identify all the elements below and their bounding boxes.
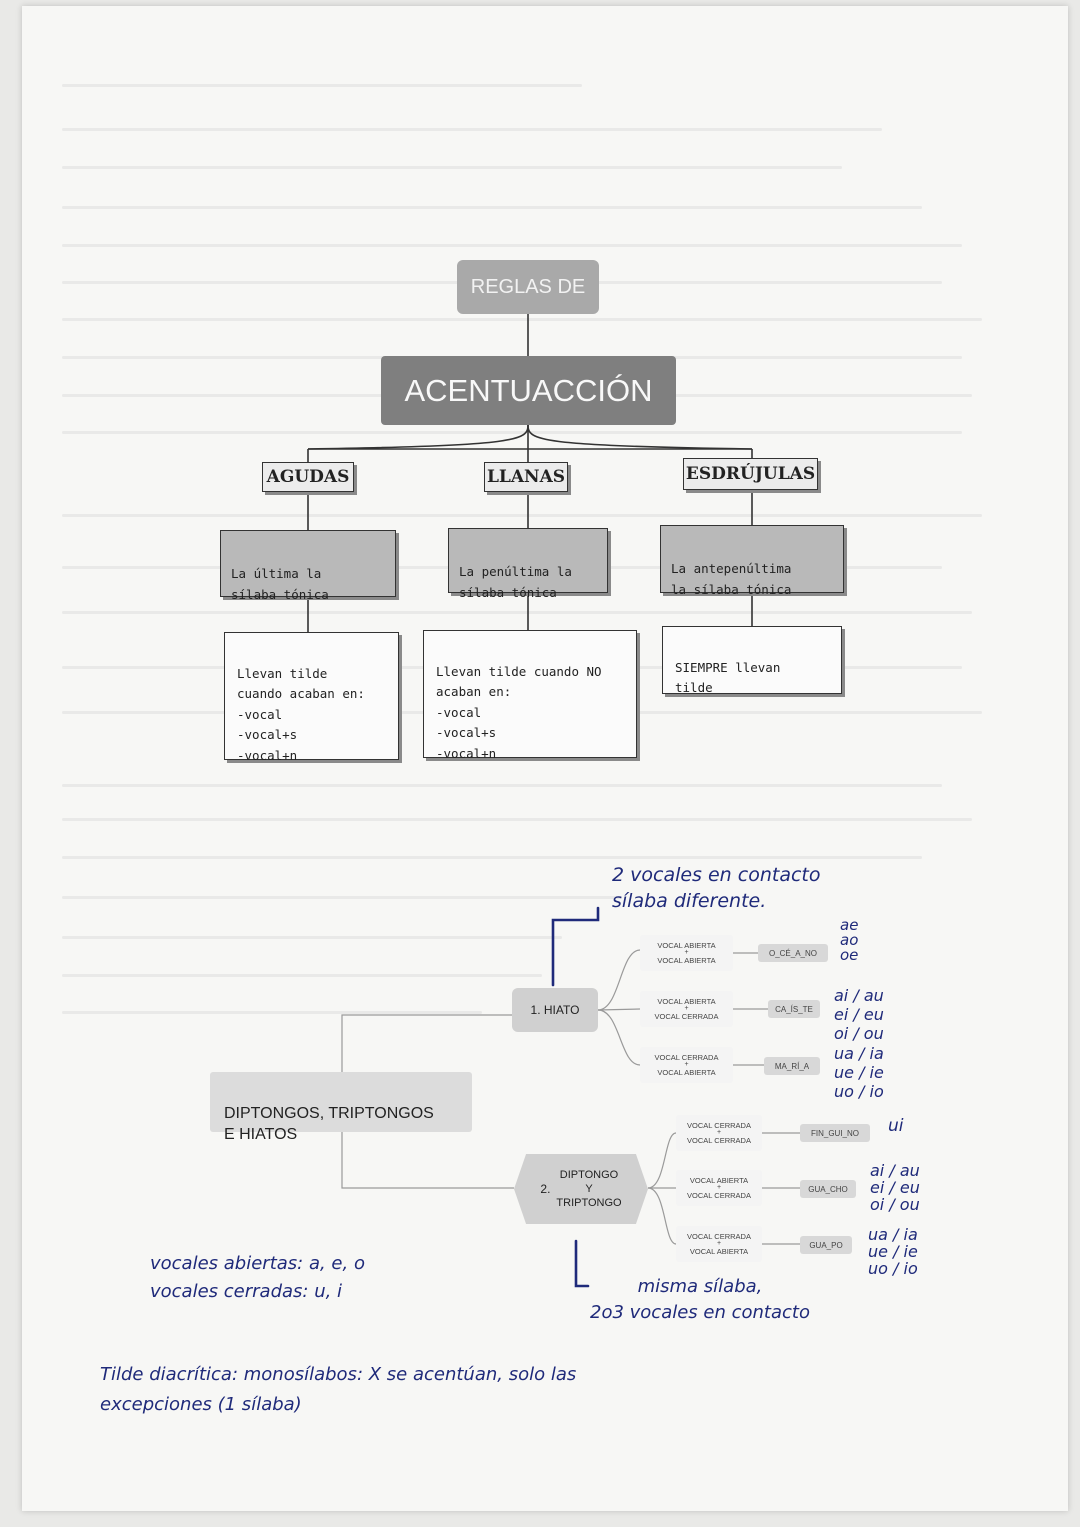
pair-plus: +: [716, 1184, 722, 1191]
pair-top: VOCAL ABIERTA: [657, 941, 716, 950]
title-box: ACENTUACCIÓN: [381, 356, 676, 425]
title-text: ACENTUACCIÓN: [404, 372, 653, 408]
handwritten-dip-pairs-1: ui: [888, 1116, 904, 1136]
diptongo-pair-1: VOCAL CERRADA + VOCAL CERRADA: [676, 1115, 762, 1151]
pair-bottom: VOCAL ABIERTA: [657, 956, 716, 965]
category-label: LLANAS: [486, 467, 566, 487]
faded-text-line: [62, 128, 882, 131]
header-box: REGLAS DE: [457, 260, 599, 314]
hiato-node: 1. HIATO: [512, 988, 598, 1032]
faded-text-line: [62, 974, 542, 977]
hiato-pair-3: VOCAL CERRADA + VOCAL ABIERTA: [640, 1047, 733, 1083]
diptongo-example-3: GUA_PO: [800, 1236, 852, 1254]
category-llanas: LLANAS: [484, 462, 568, 492]
faded-text-line: [62, 896, 622, 899]
diptongo-pair-3: VOCAL CERRADA + VOCAL ABIERTA: [676, 1226, 762, 1262]
handwritten-diptongo-note: misma sílaba, 2o3 vocales en contacto: [590, 1276, 810, 1323]
rule-text: La última la sílaba tónica: [231, 566, 329, 602]
diptongo-example-1: FIN_GUI_NO: [800, 1124, 870, 1142]
category-label: ESDRÚJULAS: [685, 464, 816, 484]
hiato-example-2: CA_ÍS_TE: [768, 1000, 820, 1018]
example-text: O_CÉ_A_NO: [768, 948, 818, 958]
pair-top: VOCAL CERRADA: [687, 1121, 751, 1130]
faded-text-line: [62, 431, 962, 434]
pair-top: VOCAL ABIERTA: [657, 997, 716, 1006]
example-text: MA_RÍ_A: [774, 1061, 810, 1071]
faded-text-line: [62, 244, 962, 247]
handwritten-dip-pairs-3: ua / ia ue / ie uo / io: [868, 1225, 918, 1278]
hiato-example-1: O_CÉ_A_NO: [758, 944, 828, 962]
faded-text-line: [62, 84, 582, 87]
pair-bottom: VOCAL ABIERTA: [657, 1068, 716, 1077]
faded-text-line: [62, 318, 982, 321]
pair-plus: +: [684, 949, 689, 956]
pair-plus: +: [684, 1061, 689, 1068]
pair-bottom: VOCAL ABIERTA: [689, 1247, 749, 1256]
pair-top: VOCAL CERRADA: [654, 1053, 719, 1062]
diptongo-label: DIPTONGO Y TRIPTONGO: [556, 1169, 622, 1209]
note-box-esdrujulas: SIEMPRE llevan tilde: [662, 626, 842, 696]
handwritten-vowels-note: vocales abiertas: a, e, o vocales cerrad…: [150, 1253, 365, 1302]
diptongo-example-2: GUA_CHO: [800, 1180, 856, 1198]
rule-box-llanas: La penúltima la sílaba tónica: [448, 528, 608, 600]
faded-text-line: [62, 206, 922, 209]
rule-text: La penúltima la sílaba tónica: [459, 564, 572, 600]
faded-text-line: [62, 611, 972, 614]
note-text: Llevan tilde cuando acaban en: -vocal -v…: [237, 665, 365, 763]
pair-bottom: VOCAL CERRADA: [654, 1012, 719, 1021]
diptongo-pair-2: VOCAL ABIERTA + VOCAL CERRADA: [676, 1170, 762, 1206]
pair-plus: +: [716, 1129, 722, 1136]
faded-text-line: [62, 514, 982, 517]
pair-top: VOCAL CERRADA: [687, 1232, 751, 1241]
rule-text: La antepenúltima la sílaba tónica: [671, 561, 792, 597]
handwritten-tilde-note: Tilde diacrítica: monosílabos: X se acen…: [100, 1364, 577, 1415]
pair-bottom: VOCAL CERRADA: [687, 1191, 751, 1200]
diptongos-main-text: DIPTONGOS, TRIPTONGOS E HIATOS: [224, 1105, 434, 1143]
note-text: SIEMPRE llevan tilde: [675, 659, 781, 696]
faded-text-line: [62, 166, 842, 169]
note-box-llanas: Llevan tilde cuando NO acaban en: -vocal…: [423, 630, 637, 761]
faded-text-line: [62, 936, 562, 939]
handwritten-hiato-pairs-2: ai / au ei / eu oi / ou: [834, 986, 884, 1043]
diptongo-node: 2. DIPTONGO Y TRIPTONGO: [514, 1154, 648, 1224]
pair-plus: +: [684, 1005, 689, 1012]
example-text: CA_ÍS_TE: [775, 1004, 813, 1014]
diptongos-main-box: DIPTONGOS, TRIPTONGOS E HIATOS: [210, 1072, 472, 1143]
rule-box-esdrujulas: La antepenúltima la sílaba tónica: [660, 525, 844, 597]
rule-box-agudas: La última la sílaba tónica: [220, 530, 396, 602]
hiato-pair-2: VOCAL ABIERTA + VOCAL CERRADA: [640, 991, 733, 1027]
note-box-agudas: Llevan tilde cuando acaban en: -vocal -v…: [224, 632, 399, 763]
example-text: FIN_GUI_NO: [810, 1128, 859, 1138]
handwritten-hiato-note: 2 vocales en contacto sílaba diferente.: [612, 864, 821, 912]
handwritten-hiato-pairs-3: ua / ia ue / ie uo / io: [834, 1044, 884, 1101]
pair-plus: +: [716, 1240, 722, 1247]
header-text: REGLAS DE: [470, 275, 586, 298]
paper-sheet: [22, 6, 1068, 1511]
pair-top: VOCAL ABIERTA: [689, 1176, 749, 1185]
faded-text-line: [62, 784, 942, 787]
note-text: Llevan tilde cuando NO acaban en: -vocal…: [436, 663, 602, 761]
hiato-example-3: MA_RÍ_A: [764, 1057, 820, 1075]
hiato-pair-1: VOCAL ABIERTA + VOCAL ABIERTA: [640, 935, 733, 971]
handwritten-hiato-pairs-1: ae ao oe: [840, 916, 859, 964]
category-agudas: AGUDAS: [262, 462, 354, 492]
handwritten-dip-pairs-2: ai / au ei / eu oi / ou: [870, 1161, 920, 1214]
category-label: AGUDAS: [266, 467, 350, 487]
diptongo-number: 2.: [540, 1182, 551, 1196]
example-text: GUA_PO: [809, 1240, 843, 1250]
category-esdrujulas: ESDRÚJULAS: [683, 458, 818, 490]
pair-bottom: VOCAL CERRADA: [687, 1136, 751, 1145]
faded-text-line: [62, 818, 972, 821]
example-text: GUA_CHO: [808, 1184, 848, 1194]
hiato-label: 1. HIATO: [530, 1003, 580, 1017]
faded-text-line: [62, 856, 922, 859]
faded-text-line: [62, 1011, 482, 1014]
